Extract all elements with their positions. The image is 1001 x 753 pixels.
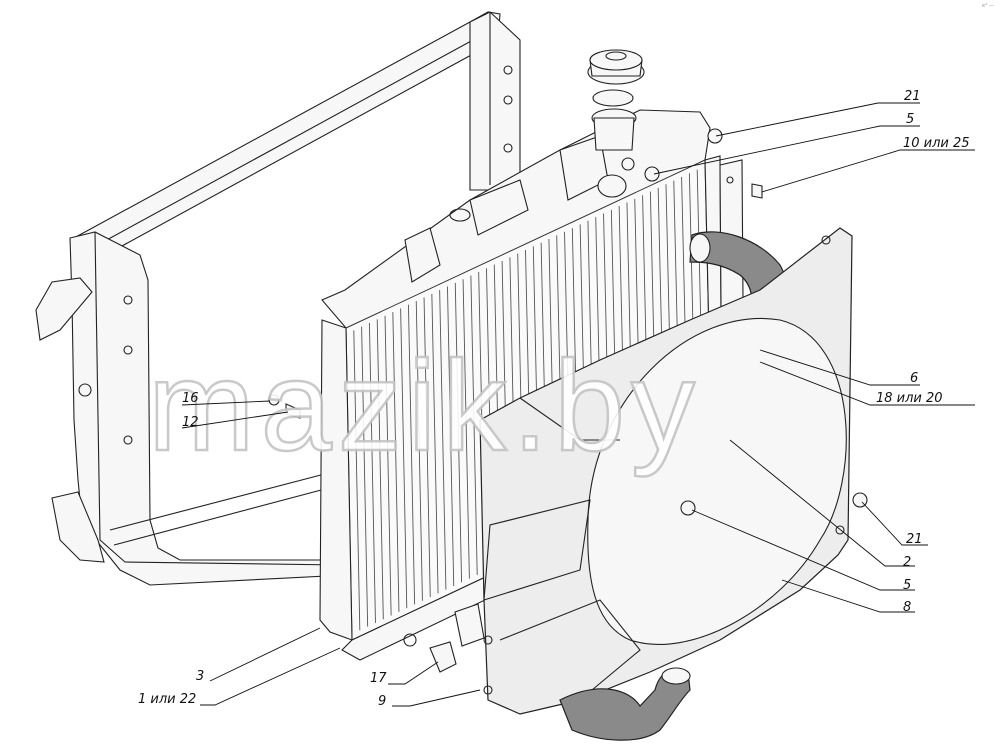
callout-18-or-20: 18 или 20 xyxy=(876,391,943,406)
radiator-fin xyxy=(384,315,392,616)
callout-8-leader xyxy=(781,579,915,613)
callout-10-leader xyxy=(761,149,975,193)
callout-21-bottom-leader xyxy=(861,501,928,546)
callout-18-leader xyxy=(759,361,975,406)
callout-5-top-leader xyxy=(653,125,920,175)
radiator-fin xyxy=(470,275,478,575)
radiator-fin xyxy=(368,323,376,623)
callout-17-leader xyxy=(388,661,439,685)
callout-1-or-22: 1 или 22 xyxy=(138,692,196,707)
callout-21-top-leader xyxy=(715,102,920,137)
radiator-fin xyxy=(423,297,431,598)
callout-3-leader xyxy=(209,627,321,682)
mounting-frame xyxy=(35,11,521,586)
callout-5-bottom-leader xyxy=(691,509,915,591)
filler-cap xyxy=(587,49,645,198)
radiator-fin xyxy=(439,290,447,590)
lower-hose xyxy=(559,667,691,741)
callout-9: 9 xyxy=(378,694,386,709)
callout-3: 3 xyxy=(196,669,204,684)
radiator-fin xyxy=(454,282,463,583)
radiator-fin xyxy=(447,286,455,586)
callout-8: 8 xyxy=(903,600,911,615)
radiator-fin xyxy=(376,319,384,620)
radiator-fin xyxy=(361,326,369,627)
radiator-fin xyxy=(462,279,470,579)
callout-1-leader xyxy=(200,647,341,706)
watermark: mazik.by xyxy=(148,335,701,478)
callout-5-bottom: 5 xyxy=(903,578,911,593)
callout-6-leader xyxy=(759,349,920,386)
callout-9-leader xyxy=(392,689,481,707)
radiator-fin xyxy=(392,312,400,612)
fan-shroud xyxy=(479,227,853,715)
callout-12: 12 xyxy=(182,415,199,430)
radiator-fin xyxy=(400,308,408,609)
callout-6: 6 xyxy=(910,371,918,386)
callout-10-or-25: 10 или 25 xyxy=(903,136,970,151)
radiator-fin xyxy=(353,330,361,631)
radiator-fin xyxy=(415,301,423,601)
callout-21-top: 21 xyxy=(904,89,921,104)
callout-5-top: 5 xyxy=(906,112,914,127)
corner-mark: e° — xyxy=(982,3,994,9)
callouts: 21 5 10 или 25 6 18 или 20 16 12 21 2 5 … xyxy=(138,89,975,709)
callout-2-leader xyxy=(729,439,915,567)
callout-16-leader xyxy=(181,400,271,406)
callout-16: 16 xyxy=(182,391,199,406)
callout-12-leader xyxy=(181,411,289,429)
radiator-fin xyxy=(431,293,439,594)
callout-2: 2 xyxy=(903,555,911,570)
callout-21-bottom: 21 xyxy=(906,532,923,547)
radiator-fin xyxy=(407,304,416,605)
callout-17: 17 xyxy=(370,671,387,686)
